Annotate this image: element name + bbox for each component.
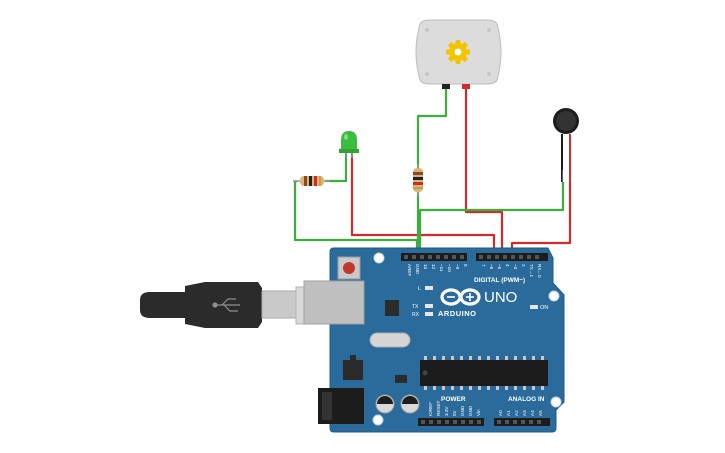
pin-label-digital: 13 <box>423 264 428 270</box>
led-l-indicator <box>425 286 433 290</box>
resistor-2[interactable] <box>413 164 423 196</box>
usb-cable-end <box>140 292 185 318</box>
wire-led-pin[interactable] <box>350 155 496 260</box>
model-label: UNO <box>484 289 517 306</box>
pin-label-digital: ~3 <box>513 264 518 270</box>
pin-label-power: 5V <box>452 409 457 416</box>
reset-button-cap[interactable] <box>343 262 355 274</box>
pin-label-digital: 8 <box>463 264 468 267</box>
motor-terminal-pos[interactable] <box>462 84 470 89</box>
pin-label-analog: A5 <box>538 410 543 416</box>
pin-label-analog: A4 <box>530 410 535 416</box>
analog-header-label: ANALOG IN <box>508 396 545 403</box>
pin-label-aref: AREF <box>407 264 412 276</box>
motor-hole <box>425 28 429 32</box>
usb-plug-metal <box>261 290 297 319</box>
pin-label-power: GND <box>460 405 465 416</box>
resistor-1[interactable] <box>293 176 330 186</box>
vibration-motor[interactable] <box>553 108 579 182</box>
led-tx-label: TX <box>412 304 419 310</box>
motor-hole <box>425 72 429 76</box>
power-header[interactable] <box>418 418 484 426</box>
board-pcb <box>329 247 565 433</box>
on-label: ON <box>540 305 548 311</box>
pin-label-analog: A0 <box>498 410 503 416</box>
led-l-label: L <box>418 286 421 292</box>
led-on-indicator <box>530 305 538 309</box>
motor-shaft <box>454 48 462 56</box>
pin-label-digital: ~11 <box>439 264 444 272</box>
wire-motor-gnd[interactable] <box>416 88 448 168</box>
led-rx-label: RX <box>412 312 420 318</box>
pin-label-analog: A1 <box>506 410 511 416</box>
pin-label-power: 3.3V <box>444 406 449 416</box>
board-usb-port <box>303 280 365 325</box>
pin-label-digital: 4 <box>505 264 510 267</box>
usb-chip <box>385 300 399 316</box>
motor-terminal-neg[interactable] <box>442 84 450 89</box>
pin-label-digital: ~10 <box>447 264 452 272</box>
arduino-board[interactable]: ARDUINO UNO DIGITAL (PWM~) ANALOG IN POW… <box>303 247 565 433</box>
digital-header-left[interactable] <box>401 253 467 261</box>
pin-label-power: GND <box>468 405 473 416</box>
green-led[interactable] <box>339 131 359 158</box>
brand-label: ARDUINO <box>438 309 477 318</box>
mounting-hole <box>372 414 384 426</box>
wire-resistor-led[interactable] <box>325 155 348 183</box>
led-tx-indicator <box>425 304 433 308</box>
dc-motor[interactable] <box>415 19 502 89</box>
pin-label-digital: RX←0 <box>537 264 542 278</box>
pin-label-digital: 2 <box>521 264 526 267</box>
crystal <box>369 332 411 348</box>
pin-label-power: RESET <box>436 400 441 416</box>
pin-label-digital: ~5 <box>497 264 502 270</box>
wire-motor-pin[interactable] <box>464 88 504 260</box>
atmega-chip <box>420 356 548 390</box>
pin-label-power: Vin <box>476 409 481 416</box>
usb-icon <box>212 298 240 312</box>
pin-label-digital: ~6 <box>489 264 494 270</box>
pin-label-gnd: GND <box>415 264 420 275</box>
pin-label-digital: 12 <box>431 264 436 270</box>
pin-label-analog: A3 <box>522 410 527 416</box>
wires <box>293 88 572 260</box>
pin-label-power: IOREF <box>428 402 433 416</box>
digital-header-label: DIGITAL (PWM~) <box>474 277 525 284</box>
power-header-label: POWER <box>441 396 466 403</box>
pin-label-digital: TX→1 <box>529 264 534 277</box>
mounting-hole <box>373 252 385 264</box>
wire-vibration-gnd[interactable] <box>418 182 565 260</box>
led-rx-indicator <box>425 312 433 316</box>
pin-label-analog: A2 <box>514 410 519 416</box>
usb-cable[interactable] <box>140 282 333 328</box>
motor-hole <box>487 28 491 32</box>
pin-label-digital: ~9 <box>455 264 460 270</box>
regulator <box>343 360 363 380</box>
arduino-logo-icon <box>440 288 481 306</box>
mounting-hole <box>548 290 560 302</box>
motor-hole <box>487 72 491 76</box>
pin-label-digital: 7 <box>481 264 486 267</box>
mounting-hole <box>550 396 562 408</box>
